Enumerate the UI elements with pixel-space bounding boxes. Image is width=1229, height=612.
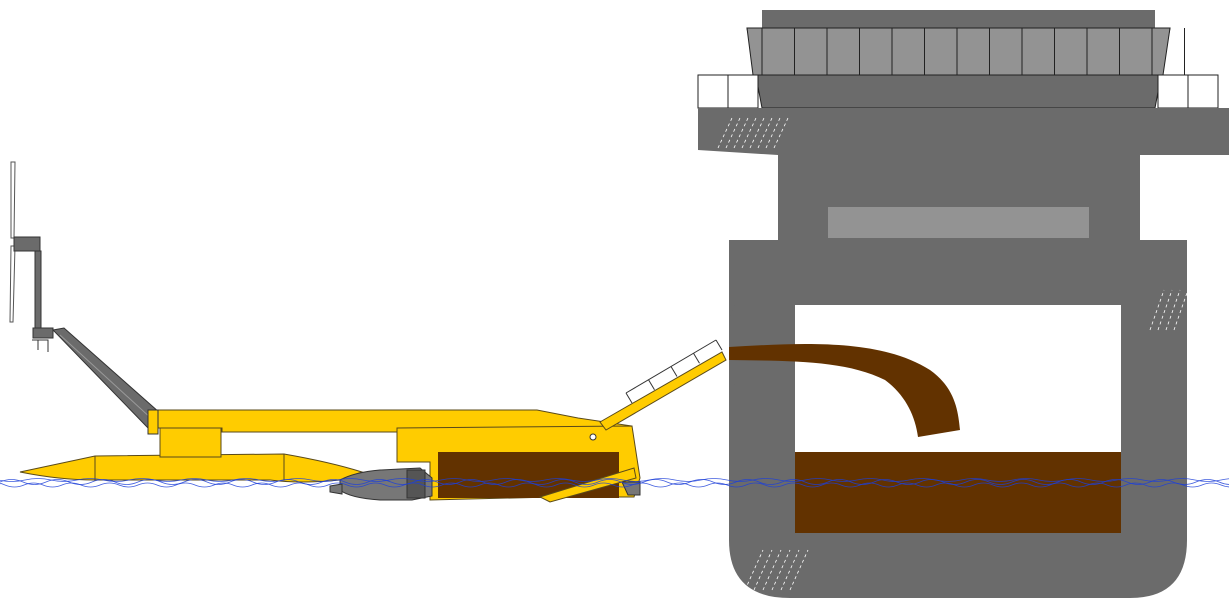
hatch-line	[744, 549, 764, 591]
wave-line	[0, 479, 1229, 485]
hatch-line	[1149, 289, 1165, 331]
dredger-tank	[438, 452, 619, 498]
deck-rail-right	[1157, 74, 1219, 109]
dredger-frame-post	[147, 409, 159, 435]
ladder-rung	[715, 339, 723, 351]
wind-turbine-icon	[9, 161, 54, 352]
hull-hatching	[744, 289, 1189, 591]
ladder-rung	[670, 366, 678, 377]
discharge-stream	[729, 344, 960, 437]
pipe-ladder	[625, 339, 723, 404]
turbine-mast	[34, 250, 42, 332]
hatch-line	[762, 549, 782, 591]
turbine-nacelle	[13, 236, 41, 252]
deck-rail-left	[697, 74, 759, 109]
hatch-line	[753, 549, 773, 591]
hatch-line	[1157, 289, 1173, 331]
dredger-rear-float	[621, 481, 641, 496]
turbine-blade-lower	[9, 245, 16, 323]
dredger-leg-left	[159, 427, 222, 458]
hatch-line	[780, 549, 800, 591]
dredger-spud-arm	[538, 467, 637, 503]
dredger-pontoon	[19, 453, 364, 483]
hatch-line	[789, 549, 809, 591]
hatch-line	[1165, 289, 1181, 331]
ladder-rung	[693, 352, 700, 364]
barge-intake-cone	[729, 305, 735, 385]
wave-line	[0, 482, 1229, 488]
barge-hopper-top	[746, 27, 1171, 76]
hatch-line	[1173, 289, 1189, 331]
discharge-pipe	[599, 351, 727, 431]
hold-sediment	[795, 452, 1121, 533]
ladder-rung	[648, 379, 655, 391]
turbine-blade-upper	[10, 161, 16, 239]
ladder-rung	[625, 392, 633, 404]
body-pivot	[589, 433, 597, 441]
barge-window-band	[828, 207, 1089, 238]
wave-line	[0, 478, 1229, 482]
dredger	[9, 161, 727, 503]
water-waves-icon	[0, 478, 1229, 488]
turbine-clamp	[32, 339, 49, 352]
barge-hopper-grid	[761, 28, 1185, 75]
hatch-line	[771, 549, 791, 591]
barge	[697, 10, 1229, 598]
turbine-base	[32, 327, 54, 339]
